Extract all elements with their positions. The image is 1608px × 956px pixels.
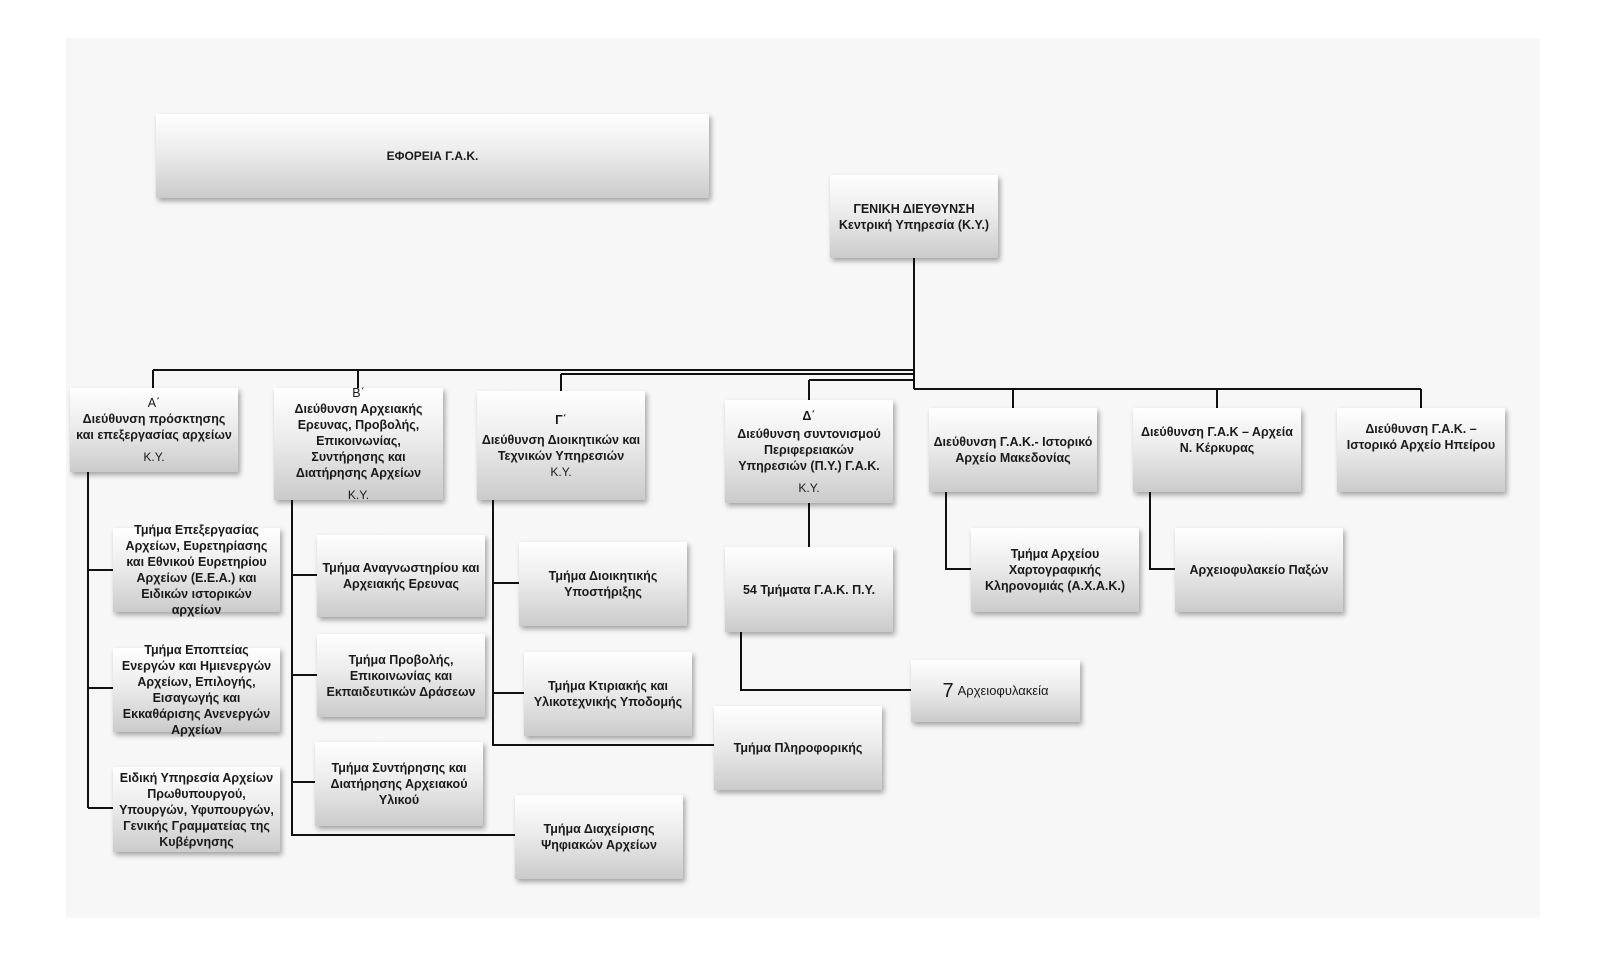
general-directorate-subtitle: Κεντρική Υπηρεσία (Κ.Υ.) bbox=[838, 217, 990, 232]
directorate-d-title: Διεύθυνση συντονισμού Περιφερειακών Υπηρ… bbox=[737, 426, 881, 473]
b-unit-label: Τμήμα Διαχείρισης Ψηφιακών Αρχείων bbox=[541, 822, 657, 852]
directorate-d-tag: Κ.Υ. bbox=[798, 480, 820, 495]
b-unit-label: Τμήμα Συντήρησης και Διατήρησης Αρχειακο… bbox=[330, 761, 468, 807]
ephoreia-title: ΕΦΟΡΕΙΑ Γ.Α.Κ. bbox=[386, 149, 479, 163]
directorate-b-box: Β΄ Διεύθυνση Αρχειακής Ερευνας, Προβολής… bbox=[274, 386, 443, 502]
directorate-a-tag: Κ.Υ. bbox=[143, 450, 165, 464]
c-unit-box: Τμήμα Διοικητικής Υποστήριξης bbox=[519, 542, 687, 626]
c-unit-label: Τμήμα Διοικητικής Υποστήριξης bbox=[548, 569, 658, 599]
d-archives-count: 7 bbox=[942, 680, 954, 702]
directorate-b-letter: Β΄ bbox=[352, 386, 365, 400]
directorate-a-title: Διεύθυνση πρόσκτησης και επεξεργασίας αρ… bbox=[76, 412, 232, 442]
directorate-epirus-title: Διεύθυνση Γ.Α.Κ. – Ιστορικό Αρχείο Ηπείρ… bbox=[1346, 422, 1496, 452]
kerkyra-unit-label: Αρχειοφυλακείο Παξών bbox=[1189, 563, 1329, 577]
directorate-a-letter: Α΄ bbox=[147, 396, 161, 410]
macedonia-unit-label: Τμήμα Αρχείου Χαρτογραφικής Κληρονομιάς … bbox=[985, 547, 1125, 593]
directorate-b-tag: Κ.Υ. bbox=[347, 488, 370, 502]
b-unit-label: Τμήμα Προβολής, Επικοινωνίας και Εκπαιδε… bbox=[326, 652, 476, 699]
a-unit-box: Τμήμα Επεξεργασίας Αρχείων, Ευρετηρίασης… bbox=[113, 523, 280, 617]
b-unit-box: Τμήμα Διαχείρισης Ψηφιακών Αρχείων bbox=[515, 795, 683, 879]
b-unit-box: Τμήμα Προβολής, Επικοινωνίας και Εκπαιδε… bbox=[317, 634, 485, 717]
macedonia-unit-box: Τμήμα Αρχείου Χαρτογραφικής Κληρονομιάς … bbox=[971, 528, 1139, 612]
directorate-d-letter: Δ΄ bbox=[802, 408, 816, 423]
a-unit-label: Ειδική Υπηρεσία Αρχείων Πρωθυπουργού, Υπ… bbox=[119, 770, 274, 849]
d-archives-box: 7 Αρχειοφυλακεία bbox=[911, 660, 1080, 722]
b-unit-box: Τμήμα Αναγνωστηρίου και Αρχειακής Ερευνα… bbox=[317, 535, 485, 617]
directorate-a-box: Α΄ Διεύθυνση πρόσκτησης και επεξεργασίας… bbox=[70, 388, 238, 472]
ephoreia-box: ΕΦΟΡΕΙΑ Γ.Α.Κ. bbox=[156, 114, 709, 198]
d-departments-label: 54 Τμήματα Γ.Α.Κ. Π.Υ. bbox=[742, 582, 876, 597]
directorate-epirus-box: Διεύθυνση Γ.Α.Κ. – Ιστορικό Αρχείο Ηπείρ… bbox=[1337, 408, 1505, 492]
b-unit-label: Τμήμα Αναγνωστηρίου και Αρχειακής Ερευνα… bbox=[322, 561, 480, 591]
general-directorate-box: ΓΕΝΙΚΗ ΔΙΕΥΘΥΝΣΗ Κεντρική Υπηρεσία (Κ.Υ.… bbox=[830, 175, 998, 258]
directorate-d-box: Δ΄ Διεύθυνση συντονισμού Περιφερειακών Υ… bbox=[725, 400, 893, 503]
d-departments-box: 54 Τμήματα Γ.Α.Κ. Π.Υ. bbox=[725, 547, 893, 632]
d-archives-label: Αρχειοφυλακεία bbox=[957, 683, 1049, 698]
directorate-macedonia-title: Διεύθυνση Γ.Α.Κ.- Ιστορικό Αρχείο Μακεδο… bbox=[933, 435, 1093, 465]
directorate-c-letter: Γ΄ bbox=[555, 412, 567, 427]
general-directorate-title: ΓΕΝΙΚΗ ΔΙΕΥΘΥΝΣΗ bbox=[853, 201, 975, 216]
c-unit-label: Τμήμα Πληροφορικής bbox=[733, 741, 863, 755]
directorate-b-title: Διεύθυνση Αρχειακής Ερευνας, Προβολής, Ε… bbox=[294, 402, 423, 480]
kerkyra-unit-box: Αρχειοφυλακείο Παξών bbox=[1175, 528, 1343, 612]
directorate-c-box: Γ΄ Διεύθυνση Διοικητικών και Τεχνικών Υπ… bbox=[477, 391, 645, 500]
a-unit-label: Τμήμα Εποπτείας Ενεργών και Ημιενεργών Α… bbox=[121, 643, 272, 737]
directorate-kerkyra-box: Διεύθυνση Γ.Α.Κ – Αρχεία Ν. Κέρκυρας bbox=[1133, 408, 1301, 492]
c-unit-box: Τμήμα Κτιριακής και Υλικοτεχνικής Υποδομ… bbox=[524, 652, 692, 736]
directorate-c-tag: Κ.Υ. bbox=[550, 464, 572, 479]
directorate-kerkyra-title: Διεύθυνση Γ.Α.Κ – Αρχεία Ν. Κέρκυρας bbox=[1141, 425, 1293, 455]
a-unit-box: Ειδική Υπηρεσία Αρχείων Πρωθυπουργού, Υπ… bbox=[113, 767, 280, 852]
b-unit-box: Τμήμα Συντήρησης και Διατήρησης Αρχειακο… bbox=[315, 742, 483, 826]
c-unit-label: Τμήμα Κτιριακής και Υλικοτεχνικής Υποδομ… bbox=[533, 679, 683, 709]
c-unit-box: Τμήμα Πληροφορικής bbox=[714, 706, 882, 790]
a-unit-label: Τμήμα Επεξεργασίας Αρχείων, Ευρετηρίασης… bbox=[125, 523, 268, 617]
directorate-macedonia-box: Διεύθυνση Γ.Α.Κ.- Ιστορικό Αρχείο Μακεδο… bbox=[929, 408, 1097, 492]
directorate-c-title: Διεύθυνση Διοικητικών και Τεχνικών Υπηρε… bbox=[481, 432, 641, 463]
a-unit-box: Τμήμα Εποπτείας Ενεργών και Ημιενεργών Α… bbox=[113, 643, 280, 737]
